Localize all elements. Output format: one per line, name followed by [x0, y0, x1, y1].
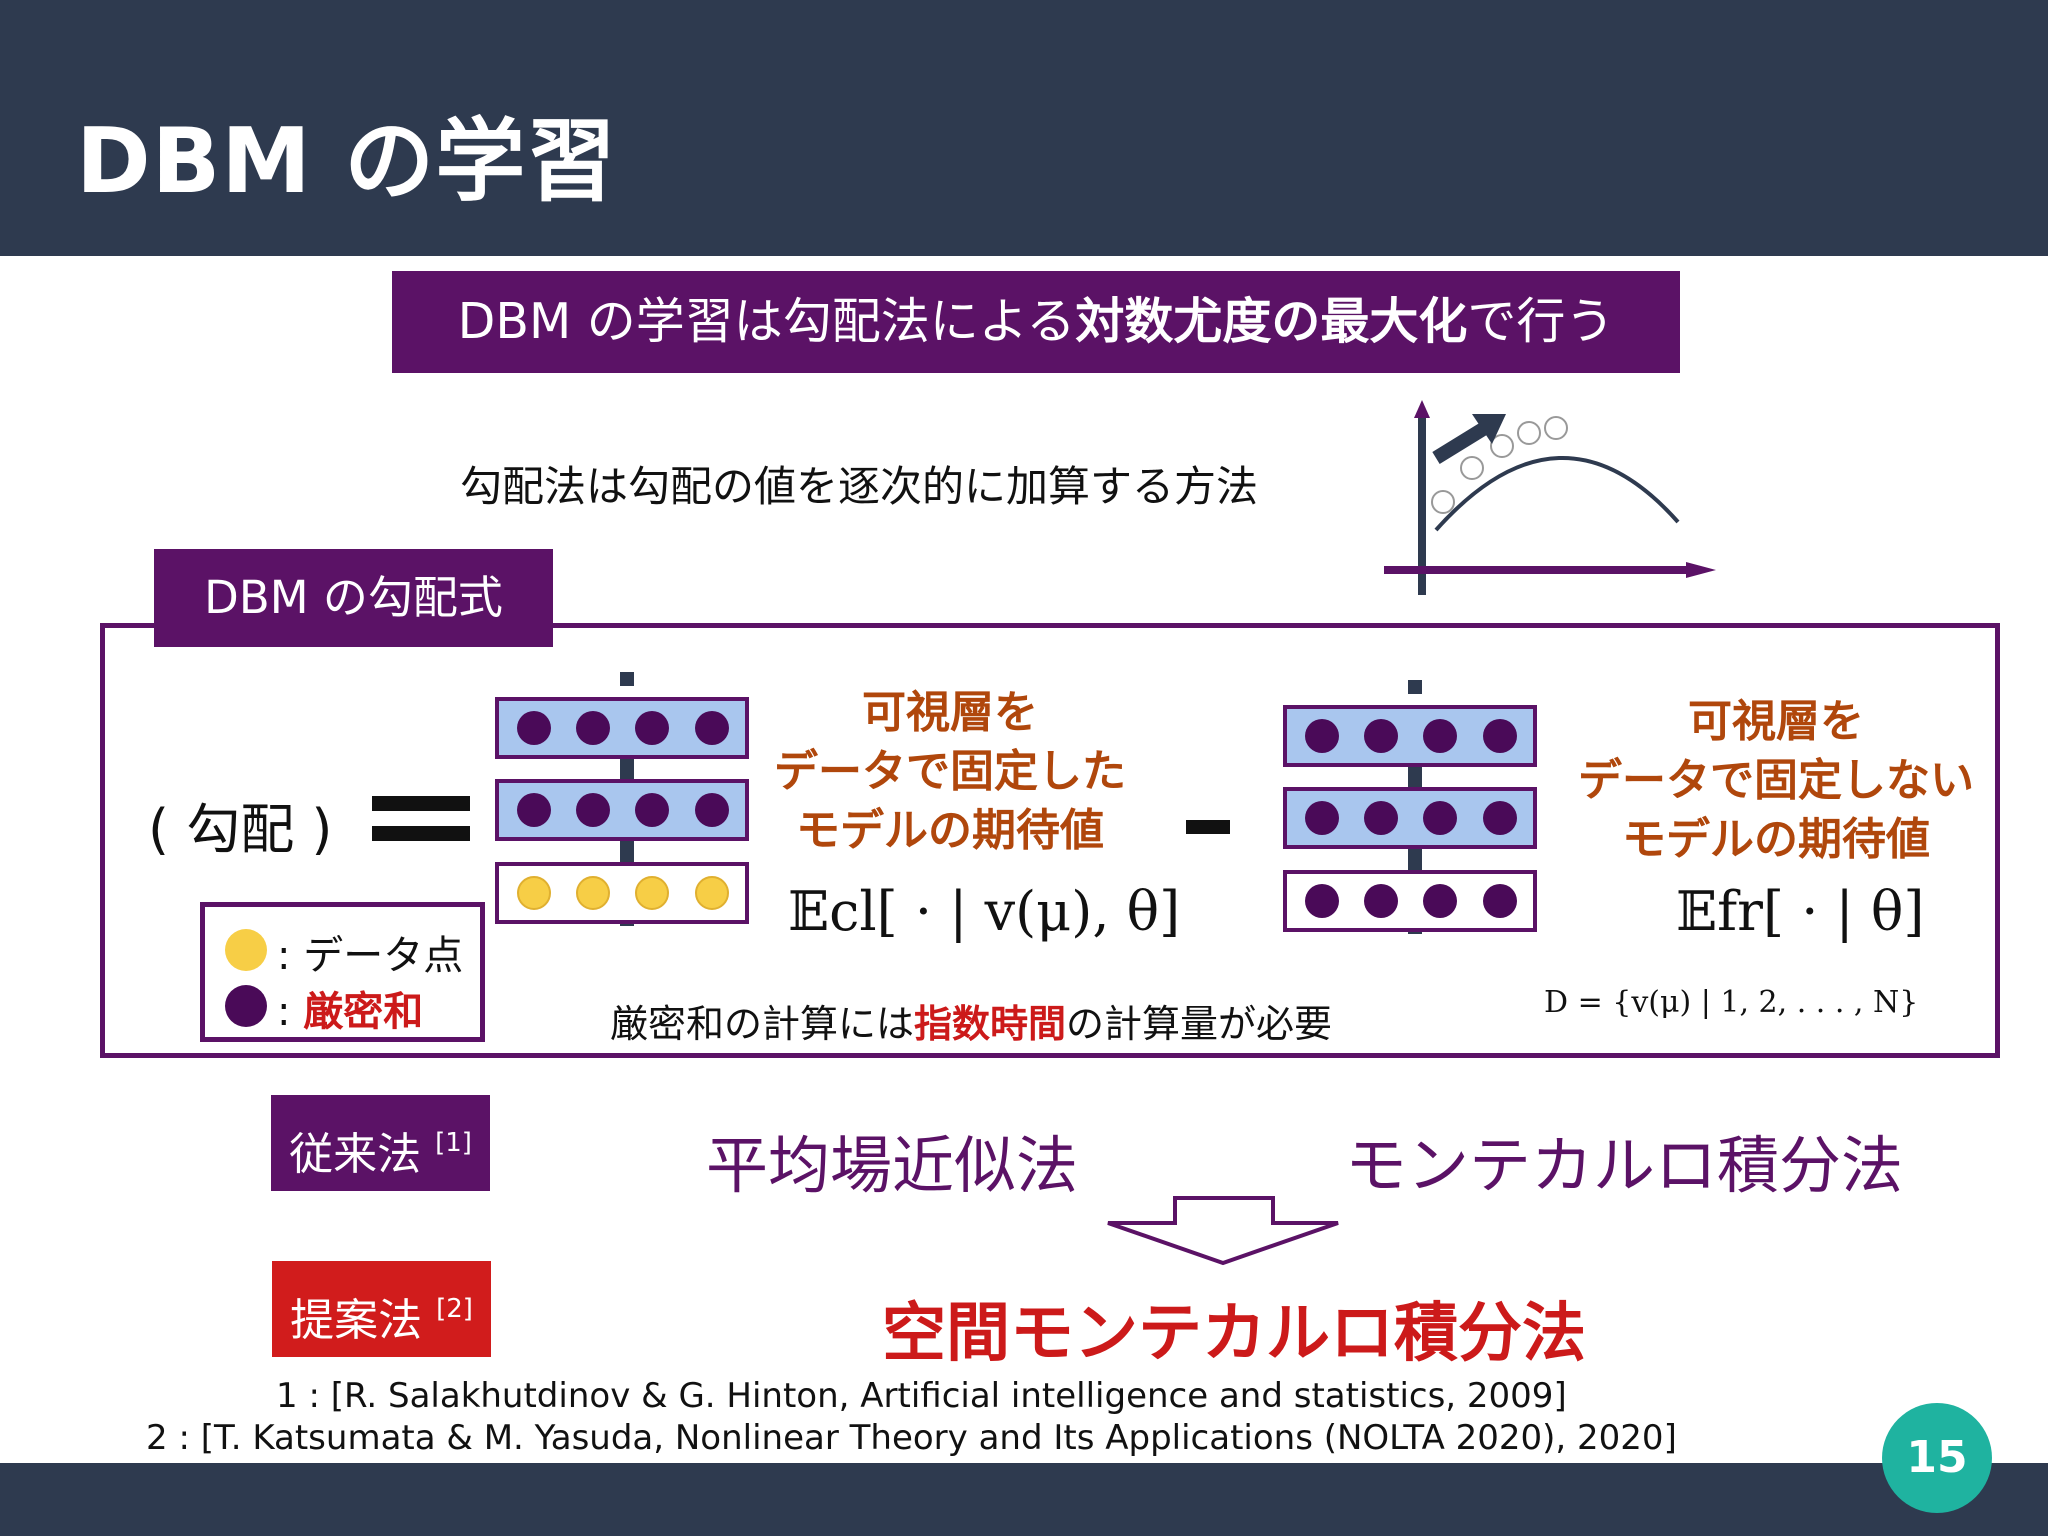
legend-box: : データ点 : 厳密和 — [200, 902, 485, 1042]
conventional-method-tag: 従来法 [1] — [271, 1095, 490, 1191]
exact-sum-legend-prefix: : — [277, 989, 304, 1035]
panel-tab-label: DBM の勾配式 — [154, 549, 553, 647]
proposed-method-tag: 提案法 [2] — [272, 1261, 491, 1357]
clamped-model-caption: 可視層を データで固定した モデルの期待値 — [760, 683, 1140, 860]
gradient-method-description: 勾配法は勾配の値を逐次的に加算する方法 — [460, 462, 1259, 511]
clamped-expectation-formula: 𝔼cl[ · | v(μ), θ] — [788, 880, 1181, 943]
conventional-tag-label: 従来法 — [289, 1129, 422, 1180]
free-caption-line-1: 可視層を — [1688, 696, 1864, 747]
free-network-diagram — [1283, 680, 1537, 934]
exact-sum-legend-dot — [225, 985, 267, 1027]
gradient-ascent-chart-icon — [1384, 400, 1716, 595]
note-after: の計算量が必要 — [1066, 1002, 1333, 1046]
data-point-legend-label: : データ点 — [277, 933, 464, 979]
banner-text-plain: DBM の学習は勾配法による — [457, 293, 1076, 350]
clamped-network-diagram — [495, 672, 749, 926]
gradient-formula-panel — [100, 623, 2000, 1058]
banner-text-bold: 対数尤度の最大化 — [1075, 293, 1468, 350]
data-point-legend-dot — [225, 929, 267, 971]
monte-carlo-method: モンテカルロ積分法 — [1345, 1129, 1904, 1202]
exact-sum-legend-text: 厳密和 — [303, 989, 424, 1035]
header-bar — [0, 0, 2048, 256]
reference-2: 2 : [T. Katsumata & M. Yasuda, Nonlinear… — [146, 1418, 1677, 1458]
free-expectation-formula: 𝔼fr[ · | θ] — [1676, 880, 1925, 943]
gradient-label: ( 勾配 ) — [148, 798, 333, 861]
note-before: 厳密和の計算には — [610, 1002, 915, 1046]
down-arrow-icon — [1107, 1196, 1339, 1266]
clamped-caption-line-3: モデルの期待値 — [796, 805, 1104, 856]
exact-sum-legend-label: : 厳密和 — [277, 979, 423, 1037]
slide-title: DBM の学習 — [76, 109, 618, 214]
clamped-caption-line-2: データで固定した — [774, 746, 1126, 797]
free-caption-line-2: データで固定しない — [1578, 755, 1974, 806]
banner-text-end: で行う — [1467, 293, 1615, 350]
equals-sign-top — [372, 796, 470, 811]
free-caption-line-3: モデルの期待値 — [1622, 814, 1930, 865]
page-number-badge: 15 — [1882, 1403, 1992, 1513]
note-emphasis: 指数時間 — [914, 1002, 1067, 1046]
mean-field-method: 平均場近似法 — [706, 1129, 1079, 1202]
free-model-caption: 可視層を データで固定しない モデルの期待値 — [1556, 692, 1996, 869]
conventional-ref: [1] — [435, 1128, 472, 1158]
key-message-banner: DBM の学習は勾配法による対数尤度の最大化で行う — [392, 271, 1680, 373]
proposed-ref: [2] — [436, 1294, 473, 1324]
spatial-monte-carlo-method: 空間モンテカルロ積分法 — [882, 1297, 1586, 1371]
equals-sign-bottom — [372, 826, 470, 841]
clamped-caption-line-1: 可視層を — [862, 687, 1038, 738]
reference-1: 1 : [R. Salakhutdinov & G. Hinton, Artif… — [276, 1376, 1567, 1416]
proposed-tag-label: 提案法 — [290, 1295, 423, 1346]
footer-bar — [0, 1463, 2048, 1536]
minus-sign — [1186, 820, 1230, 834]
dataset-definition: D = {v(μ) | 1, 2, . . . , N} — [1544, 985, 1919, 1020]
computation-cost-note: 厳密和の計算には指数時間の計算量が必要 — [610, 993, 1332, 1048]
